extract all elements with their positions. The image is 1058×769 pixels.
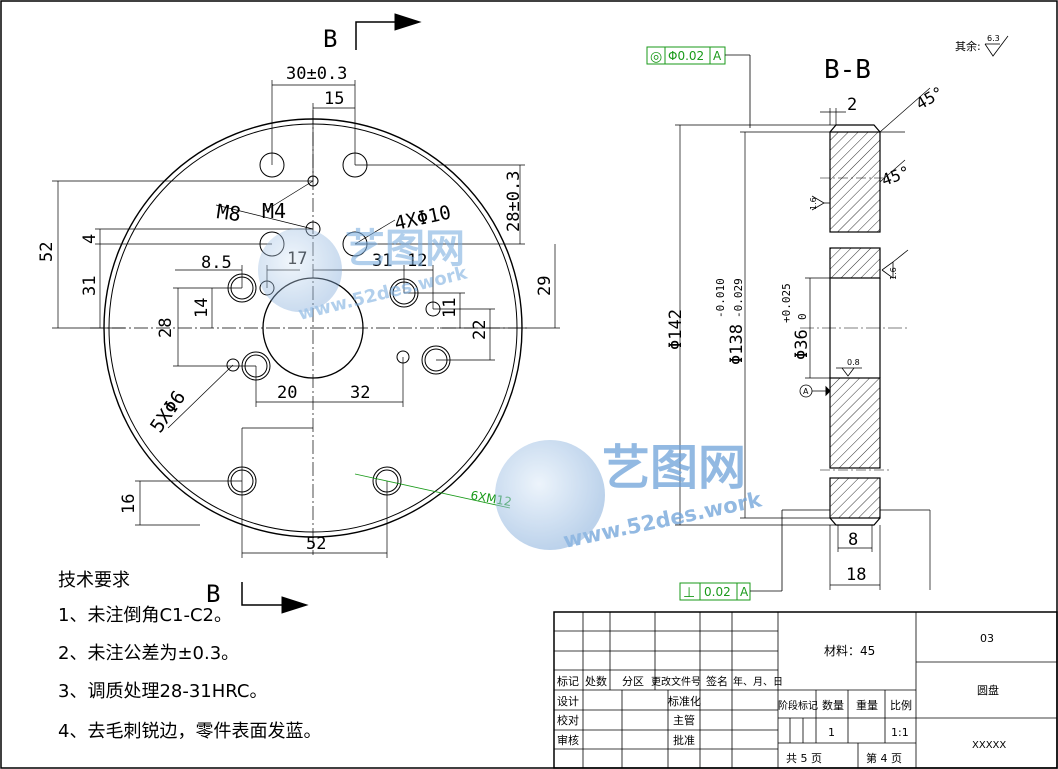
fcf-symbol: ◎ [650,49,662,65]
tb-label: 主管 [673,713,695,727]
dimension-label: 11 [440,298,460,318]
dimension-label: 30±0.3 [286,64,347,84]
roughness-value: 0.8 [847,358,860,367]
dimension-label: 8 [848,530,858,550]
tb-label: 设计 [557,695,579,708]
tb-label: 校对 [557,713,579,727]
tb-label: 分区 [622,675,644,688]
dimension-label: 8.5 [201,253,232,273]
roughness-value: 1.6 [809,197,818,210]
fcf-coaxiality: ◎ Φ0.02 A [646,46,751,128]
watermark-brand: 艺图网 [602,440,746,496]
tb-label: 处数 [585,675,607,688]
dimension-label: 22 [470,320,490,340]
dimension-label: 52 [37,242,57,262]
quantity-value: 1 [828,726,835,739]
dimension-label: 45° [879,162,913,190]
tolerance-lower: 0 [796,313,809,320]
tb-label: 批准 [673,733,695,747]
dimension-label: 28±0.3 [504,171,524,232]
hole-phi6 [226,358,240,372]
callout-label: M4 [262,199,286,223]
tb-label: 阶段标记 [778,699,818,712]
dimension-label: 31 [372,251,392,271]
dimension-label: Φ36 [792,329,812,360]
roughness-value: 1.6 [889,267,898,280]
dimension-label: 31 [80,276,100,296]
callout-label: 5XΦ6 [146,387,190,437]
sheet-number: 第 4 页 [866,751,902,765]
fcf-value: 0.02 [704,585,731,599]
company: XXXXX [972,740,1006,751]
dimension-label: 29 [535,276,555,296]
tb-label: 数量 [822,699,844,712]
section-letter: B [206,580,220,608]
tolerance-upper: -0.010 [714,278,727,318]
technical-requirements: 技术要求 1、未注倒角C1-C2。 2、未注公差为±0.3。 3、调质处理28-… [58,570,321,742]
fcf-datum: A [713,49,722,63]
tb-label: 签名 [706,674,728,688]
section-letter: B [323,25,337,53]
view-title: B-B [824,55,871,85]
scale-value: 1:1 [891,726,909,739]
tb-label: 标准化 [668,694,701,708]
tech-item: 1、未注倒角C1-C2。 [58,605,232,626]
dimension-label: 52 [306,534,326,554]
datum-label: A [803,387,809,396]
tech-item: 3、调质处理28-31HRC。 [58,681,267,702]
dimension-label: 16 [119,494,139,514]
dimension-label: 28 [156,318,176,338]
globe-icon [258,228,342,312]
watermark-brand: 艺图网 [345,226,465,272]
dimension-label: Φ138 [727,324,747,365]
dimension-label: 15 [324,89,344,109]
roughness-label: 其余: [955,39,981,53]
tech-item: 4、去毛刺锐边，零件表面发蓝。 [58,721,321,742]
roughness-value: 6.3 [987,34,1000,43]
section-arrow-top [241,13,422,614]
drawing-number: 03 [980,632,994,645]
tb-label: 审核 [557,733,579,747]
tb-label: 比例 [890,698,912,712]
tb-label: 标记 [557,674,579,688]
dimension-label: 14 [192,298,212,318]
roughness-note: 其余: 6.3 [955,34,1009,57]
front-view [52,80,560,558]
tb-label: 更改文件号 [651,675,701,688]
watermark: 艺图网 www.52des.work 艺图网 www.52des.work [258,226,765,553]
tolerance-upper: +0.025 [780,283,793,323]
total-sheets: 共 5 页 [786,752,822,765]
tolerance-lower: -0.029 [732,278,745,318]
fcf-symbol: ⊥ [683,585,695,601]
dimension-label: 45° [913,83,948,114]
part-name: 圆盘 [977,683,999,697]
fcf-perpendicularity: ⊥ 0.02 A [679,510,783,601]
material: 材料：45 [824,644,875,658]
dimension-label: Φ142 [666,309,686,350]
dimension-label: 12 [407,251,427,271]
fcf-datum: A [740,585,749,599]
dimension-label: 4 [80,234,100,244]
tech-title: 技术要求 [58,570,130,591]
fcf-value: Φ0.02 [668,49,704,63]
tb-label: 重量 [856,698,878,712]
dimension-label: 18 [846,565,866,585]
title-block [553,611,1058,769]
dimension-label: 32 [350,383,370,403]
tb-label: 年、月、日 [733,675,783,688]
tech-item: 2、未注公差为±0.3。 [58,643,239,664]
dimension-label: 2 [847,95,857,115]
callout-label: M8 [215,199,242,226]
globe-icon [495,440,605,550]
section-view [675,87,931,590]
dimension-label: 20 [277,383,297,403]
